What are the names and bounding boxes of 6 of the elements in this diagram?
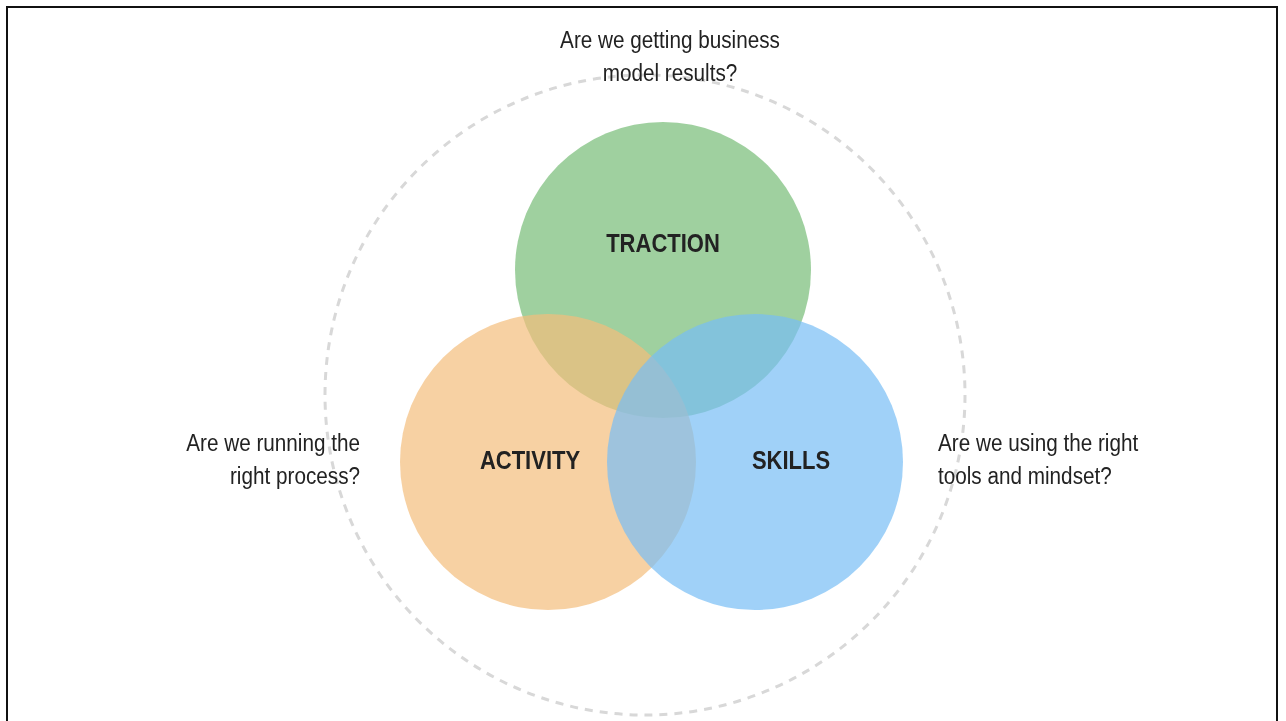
question-text: Are we running the right process? — [185, 429, 360, 491]
circle-label: TRACTION — [606, 228, 720, 258]
question-text: Are we using the right tools and mindset? — [938, 429, 1140, 491]
question-text: Are we getting business model results? — [559, 26, 781, 88]
circle-label: SKILLS — [751, 445, 831, 475]
circle-label: ACTIVITY — [479, 445, 581, 475]
